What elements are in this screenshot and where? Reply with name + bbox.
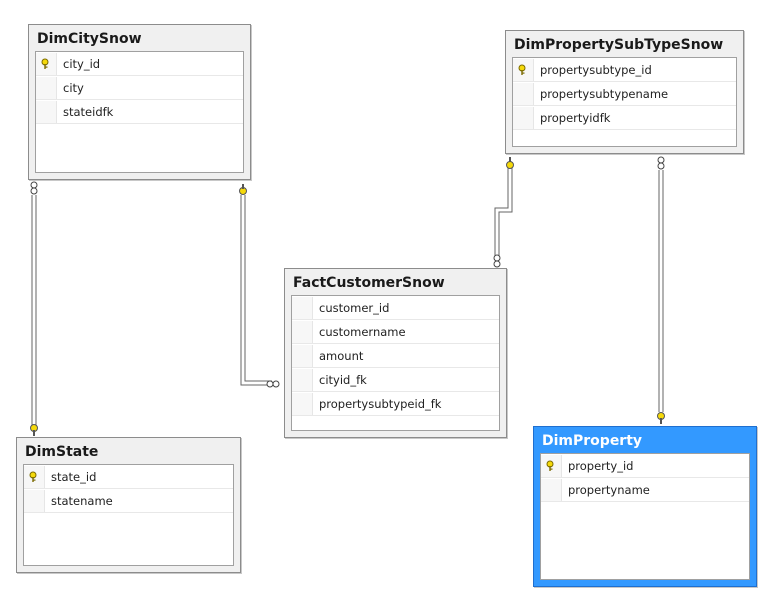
- column-row[interactable]: property_id: [541, 454, 749, 478]
- table-factcustomersnow[interactable]: FactCustomerSnow customer_id customernam…: [284, 268, 507, 438]
- many-endpoint-icon: [266, 380, 280, 388]
- row-selector: [36, 76, 57, 99]
- column-row[interactable]: customername: [292, 320, 499, 344]
- column-row[interactable]: cityid_fk: [292, 368, 499, 392]
- column-row[interactable]: propertyname: [541, 478, 749, 502]
- many-endpoint-icon: [30, 181, 38, 195]
- column-row[interactable]: customer_id: [292, 296, 499, 320]
- column-row[interactable]: stateidfk: [36, 100, 243, 124]
- column-row[interactable]: propertysubtype_id: [513, 58, 736, 82]
- table-dimcitysnow[interactable]: DimCitySnow city_id city stateidfk: [28, 24, 251, 180]
- column-list: customer_id customername amount cityid_f…: [291, 295, 500, 431]
- row-selector: [24, 489, 45, 512]
- column-name: amount: [319, 348, 364, 363]
- row-selector: [292, 320, 313, 343]
- column-list: property_id propertyname: [540, 453, 750, 580]
- table-title[interactable]: DimPropertySubTypeSnow: [514, 37, 724, 53]
- many-endpoint-icon: [493, 254, 501, 268]
- many-endpoint-icon: [657, 156, 665, 170]
- table-dimstate[interactable]: DimState state_id statename: [16, 437, 241, 573]
- column-name: city: [63, 80, 84, 95]
- relationship-dimcitysnow-factcustomersnow[interactable]: [240, 195, 272, 386]
- table-title[interactable]: DimCitySnow: [37, 31, 142, 47]
- column-row[interactable]: city: [36, 76, 243, 100]
- primary-key-icon: [513, 58, 534, 81]
- primary-key-icon: [24, 465, 45, 488]
- row-selector: [292, 344, 313, 367]
- column-name: stateidfk: [63, 104, 114, 119]
- key-endpoint-icon: [30, 424, 38, 436]
- primary-key-icon: [541, 454, 562, 477]
- column-name: propertysubtype_id: [540, 62, 652, 77]
- primary-key-icon: [36, 52, 57, 75]
- row-selector: [541, 478, 562, 501]
- relationship-dimstate-dimcitysnow[interactable]: [31, 195, 37, 425]
- column-name: city_id: [63, 56, 101, 71]
- row-selector: [292, 392, 313, 415]
- relationship-dimproperty-dimpropertysubtypesnow[interactable]: [658, 170, 664, 412]
- column-list: propertysubtype_id propertysubtypename p…: [512, 57, 737, 147]
- column-row[interactable]: amount: [292, 344, 499, 368]
- column-name: cityid_fk: [319, 372, 367, 387]
- table-dimproperty[interactable]: DimProperty property_id propertyname: [533, 426, 757, 587]
- column-row[interactable]: propertyidfk: [513, 106, 736, 130]
- column-name: propertysubtypename: [540, 86, 669, 101]
- row-selector: [513, 106, 534, 129]
- column-name: propertysubtypeid_fk: [319, 396, 442, 411]
- column-name: property_id: [568, 458, 634, 473]
- column-name: statename: [51, 493, 113, 508]
- table-dimpropertysubtypesnow[interactable]: DimPropertySubTypeSnow propertysubtype_i…: [505, 30, 744, 154]
- row-selector: [292, 368, 313, 391]
- column-name: propertyidfk: [540, 110, 611, 125]
- table-title[interactable]: FactCustomerSnow: [293, 275, 445, 291]
- column-name: customer_id: [319, 300, 390, 315]
- row-selector: [513, 82, 534, 105]
- column-row[interactable]: statename: [24, 489, 233, 513]
- column-row[interactable]: propertysubtypeid_fk: [292, 392, 499, 416]
- column-name: state_id: [51, 469, 97, 484]
- table-title[interactable]: DimProperty: [542, 433, 643, 449]
- key-endpoint-icon: [506, 157, 514, 169]
- relationship-dimpropertysubtypesnow-factcustomersnow[interactable]: [494, 168, 513, 256]
- table-title[interactable]: DimState: [25, 444, 99, 460]
- column-row[interactable]: city_id: [36, 52, 243, 76]
- column-name: customername: [319, 324, 406, 339]
- column-name: propertyname: [568, 482, 650, 497]
- column-list: state_id statename: [23, 464, 234, 566]
- key-endpoint-icon: [657, 412, 665, 424]
- column-list: city_id city stateidfk: [35, 51, 244, 173]
- row-selector: [292, 296, 313, 319]
- key-endpoint-icon: [239, 184, 247, 195]
- row-selector: [36, 100, 57, 123]
- column-row[interactable]: propertysubtypename: [513, 82, 736, 106]
- column-row[interactable]: state_id: [24, 465, 233, 489]
